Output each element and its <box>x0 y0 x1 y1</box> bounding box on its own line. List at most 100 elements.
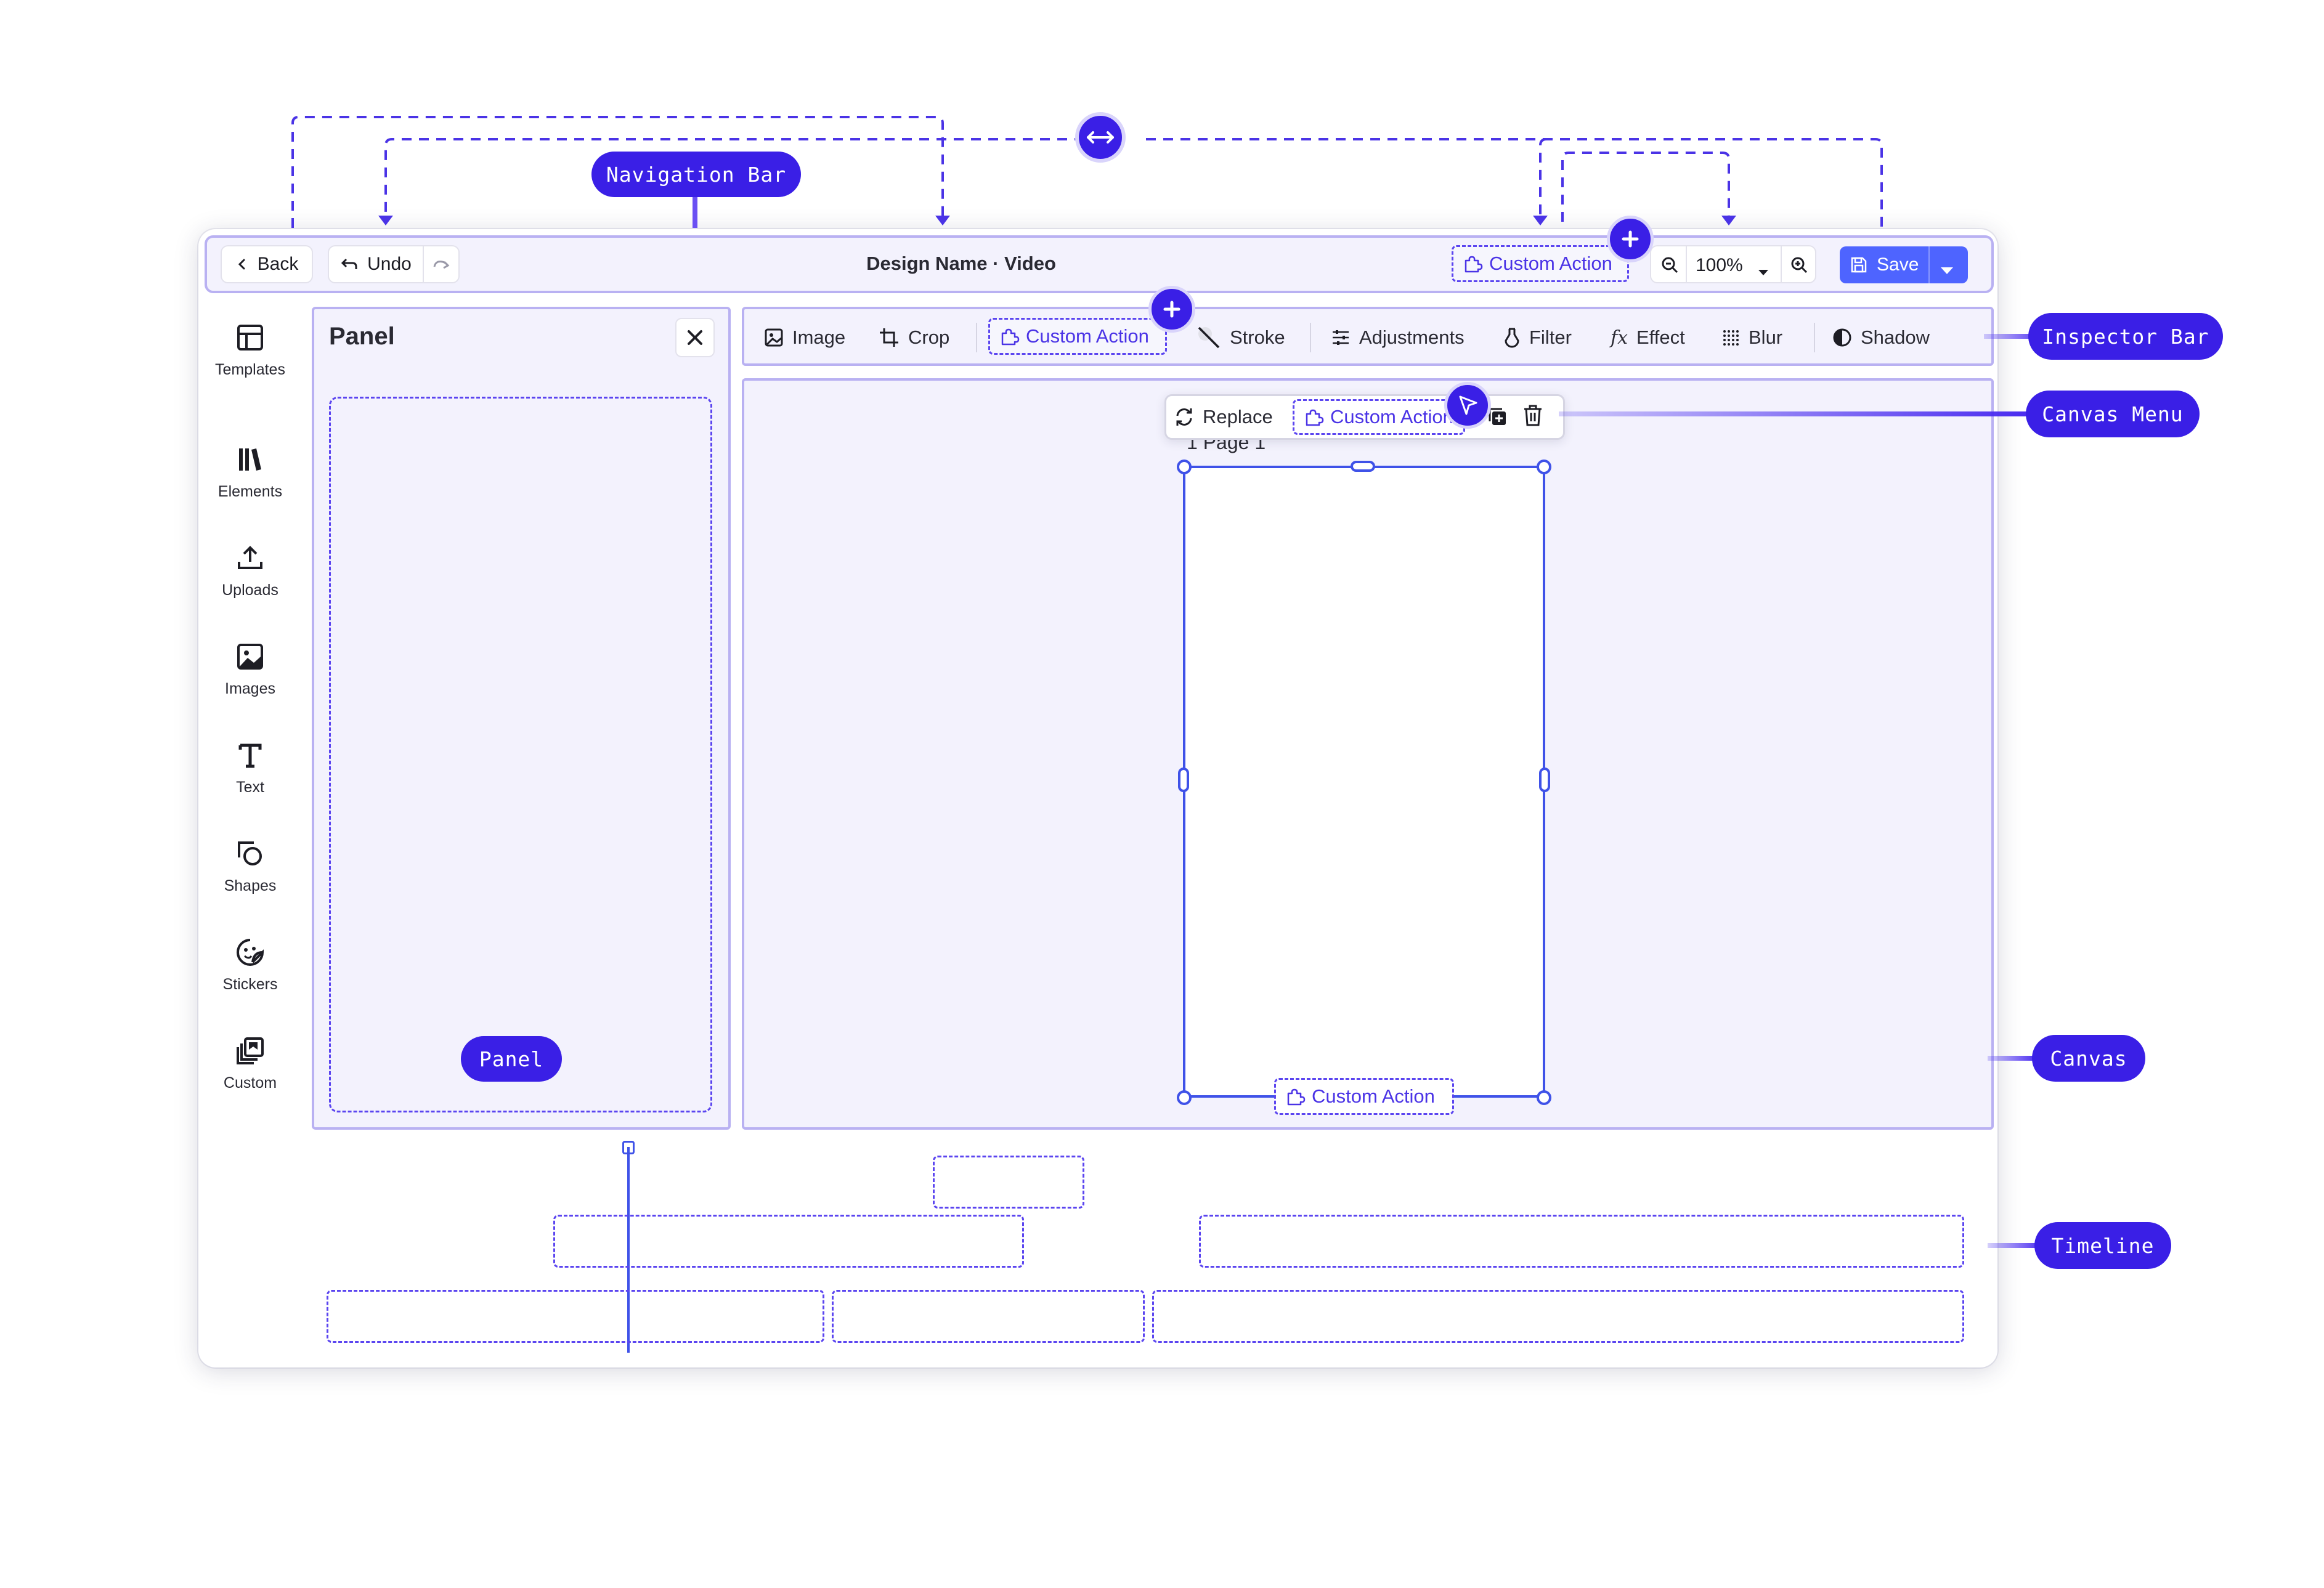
callout-canvas-menu: Canvas Menu <box>2026 391 2200 437</box>
resize-handle-bottom-left[interactable] <box>1177 1090 1192 1105</box>
inspector-crop[interactable]: Crop <box>879 322 949 354</box>
canvas-menu-custom-action-label: Custom Action <box>1330 406 1453 427</box>
sticker-icon <box>205 934 296 971</box>
inspector-filter[interactable]: Filter <box>1503 322 1572 354</box>
timeline-clip[interactable] <box>933 1156 1084 1209</box>
zoom-dropdown-icon[interactable] <box>1757 261 1769 282</box>
layout-template-icon <box>205 319 296 356</box>
chevron-left-icon <box>238 259 245 270</box>
canvas-menu-callout-connector <box>1559 411 2027 416</box>
cursor-badge-icon <box>1444 382 1491 429</box>
timeline-clip[interactable] <box>832 1290 1145 1343</box>
callout-timeline: Timeline <box>2034 1222 2171 1269</box>
custom-library-icon <box>205 1032 296 1069</box>
elements-library-icon <box>205 441 296 478</box>
image-icon <box>205 638 296 675</box>
sidebar-item-text[interactable]: Text <box>205 737 296 796</box>
puzzle-icon <box>1001 328 1020 346</box>
sidebar-item-custom[interactable]: Custom <box>205 1032 296 1092</box>
sidebar-item-elements[interactable]: Elements <box>205 441 296 501</box>
callout-inspector-bar: Inspector Bar <box>2028 313 2223 360</box>
sidebar-label: Uploads <box>222 581 278 599</box>
inspector-blur[interactable]: Blur <box>1721 322 1782 354</box>
inspector-separator <box>1310 323 1311 352</box>
resize-handle-left[interactable] <box>1178 768 1189 792</box>
upload-icon <box>205 540 296 577</box>
canvas-page[interactable] <box>1183 466 1545 1098</box>
inspector-stroke[interactable]: Stroke <box>1197 322 1285 354</box>
zoom-out-icon[interactable] <box>1657 253 1682 277</box>
sidebar-item-shapes[interactable]: Shapes <box>205 835 296 895</box>
zoom-in-icon[interactable] <box>1787 253 1811 277</box>
inspector-shadow[interactable]: Shadow <box>1832 322 1930 354</box>
sidebar-item-templates[interactable]: Templates <box>205 319 296 379</box>
sidebar-label: Elements <box>217 483 283 500</box>
inspector-effect-label: Effect <box>1636 326 1685 348</box>
undo-icon <box>341 258 357 269</box>
nav-custom-action-button[interactable]: Custom Action <box>1452 245 1629 282</box>
canvas-bottom-custom-action[interactable]: Custom Action <box>1274 1078 1454 1115</box>
resize-handle-right[interactable] <box>1539 768 1550 792</box>
back-label: Back <box>257 254 299 274</box>
save-icon <box>1850 256 1868 274</box>
text-icon <box>205 737 296 774</box>
trash-icon[interactable] <box>1522 404 1544 431</box>
redo-button[interactable] <box>423 245 460 283</box>
shadow-icon <box>1833 328 1851 347</box>
panel-pill: Panel <box>461 1036 562 1082</box>
back-button[interactable]: Back <box>221 245 313 283</box>
panel-close-button[interactable] <box>675 318 715 357</box>
timeline-clip[interactable] <box>327 1290 824 1343</box>
design-title: Design Name · Video <box>866 253 1056 274</box>
sidebar-label: Text <box>236 779 264 796</box>
nav-custom-action-label: Custom Action <box>1489 253 1612 274</box>
inspector-custom-action-button[interactable]: Custom Action <box>988 318 1167 355</box>
inspector-crop-label: Crop <box>908 326 950 348</box>
shapes-icon <box>205 835 296 872</box>
save-dropdown-icon[interactable] <box>1940 260 1954 281</box>
resize-handle-top[interactable] <box>1351 461 1375 472</box>
sliders-icon <box>1333 330 1349 345</box>
resize-handle-bottom-right[interactable] <box>1537 1090 1551 1105</box>
canvas-menu-replace[interactable]: Replace <box>1174 401 1273 433</box>
fx-icon: fx <box>1611 326 1628 349</box>
sidebar-label: Shapes <box>224 877 277 894</box>
add-nav-action-icon[interactable] <box>1607 216 1654 262</box>
resize-handle-top-right[interactable] <box>1537 460 1551 474</box>
blur-dots-icon <box>1723 330 1739 346</box>
sidebar-label: Images <box>225 680 275 697</box>
inspector-stroke-label: Stroke <box>1230 326 1285 348</box>
crop-icon <box>880 328 898 347</box>
timeline-clip[interactable] <box>1152 1290 1964 1343</box>
inspector-adjustments[interactable]: Adjustments <box>1331 322 1465 354</box>
canvas-menu-replace-label: Replace <box>1203 406 1273 427</box>
timeline-clip[interactable] <box>1199 1215 1964 1268</box>
timeline-clip[interactable] <box>553 1215 1024 1268</box>
sidebar-item-uploads[interactable]: Uploads <box>205 540 296 599</box>
puzzle-icon <box>1287 1088 1306 1106</box>
save-button[interactable]: Save <box>1840 246 1968 283</box>
inspector-separator <box>1814 323 1815 352</box>
timeline-callout-connector <box>1988 1243 2043 1248</box>
sidebar-label: Stickers <box>222 976 278 993</box>
sidebar-item-images[interactable]: Images <box>205 638 296 698</box>
puzzle-icon <box>1465 256 1483 273</box>
add-inspector-action-icon[interactable] <box>1148 286 1195 333</box>
undo-button[interactable]: Undo <box>328 245 424 283</box>
sidebar-item-stickers[interactable]: Stickers <box>205 934 296 994</box>
save-label: Save <box>1877 254 1919 275</box>
zoom-divider-2 <box>1781 246 1782 282</box>
puzzle-icon <box>1306 409 1324 426</box>
inspector-image[interactable]: Image <box>764 322 845 354</box>
resize-handle-top-left[interactable] <box>1177 460 1192 474</box>
stroke-icon <box>1198 326 1220 349</box>
playhead[interactable] <box>627 1147 630 1353</box>
navbar-callout-connector <box>693 197 697 228</box>
zoom-value[interactable]: 100% <box>1696 255 1743 275</box>
filter-flask-icon <box>1505 328 1519 348</box>
inspector-blur-label: Blur <box>1749 326 1783 348</box>
callout-canvas: Canvas <box>2032 1035 2145 1082</box>
canvas-menu-custom-action[interactable]: Custom Action <box>1293 399 1465 435</box>
inspector-effect[interactable]: fx Effect <box>1611 322 1685 354</box>
sidebar-label: Custom <box>223 1074 277 1092</box>
